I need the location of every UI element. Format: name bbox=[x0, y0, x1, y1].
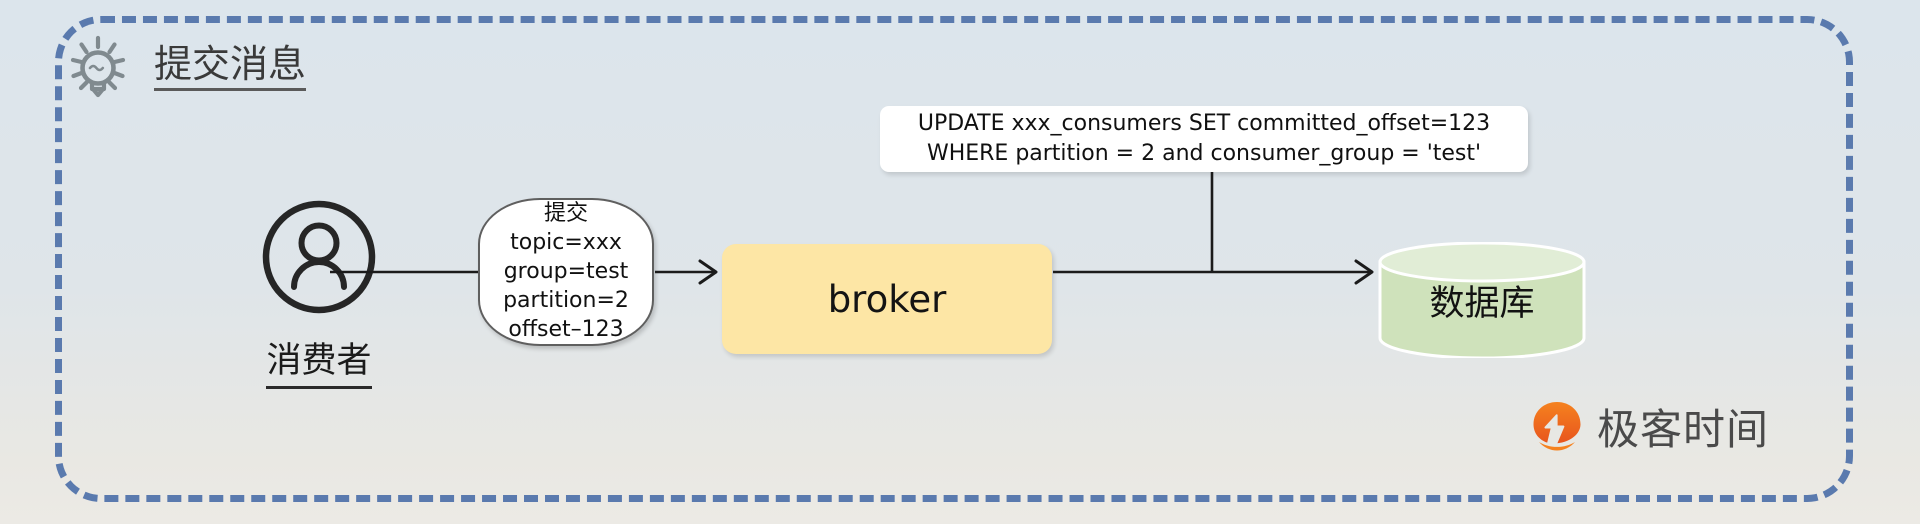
message-line: offset–123 bbox=[508, 316, 624, 342]
brand-text: 极客时间 bbox=[1597, 405, 1770, 454]
geektime-logo-icon bbox=[1530, 400, 1584, 454]
consumer-label: 消费者 bbox=[266, 332, 372, 389]
sql-callout: UPDATE xxx_consumers SET committed_offse… bbox=[880, 106, 1528, 172]
broker-label: broker bbox=[827, 277, 947, 321]
message-line: partition=2 bbox=[503, 287, 629, 313]
sql-line: UPDATE xxx_consumers SET committed_offse… bbox=[917, 111, 1491, 137]
database-cylinder-icon bbox=[1378, 241, 1586, 360]
arrowhead-broker-to-database bbox=[1354, 259, 1374, 285]
broker-node: broker bbox=[722, 244, 1052, 354]
arrowhead-message-to-broker bbox=[698, 259, 718, 285]
section-header: 提交消息 bbox=[56, 26, 307, 110]
brand-logo: 极客时间 bbox=[1530, 396, 1769, 457]
dashed-section-frame bbox=[55, 16, 1853, 502]
message-line: topic=xxx bbox=[510, 230, 622, 256]
message-line: group=test bbox=[503, 259, 629, 285]
page-title: 提交消息 bbox=[154, 45, 307, 91]
consumer-node: 消费者 bbox=[219, 198, 419, 389]
message-line: 提交 bbox=[543, 201, 588, 227]
sql-line: WHERE partition = 2 and consumer_group =… bbox=[926, 141, 1482, 166]
user-circle-icon bbox=[219, 198, 419, 316]
commit-message-bubble: 提交 topic=xxx group=test partition=2 offs… bbox=[478, 198, 654, 346]
lightbulb-icon bbox=[56, 26, 140, 110]
database-node: 数据库 bbox=[1378, 241, 1586, 360]
